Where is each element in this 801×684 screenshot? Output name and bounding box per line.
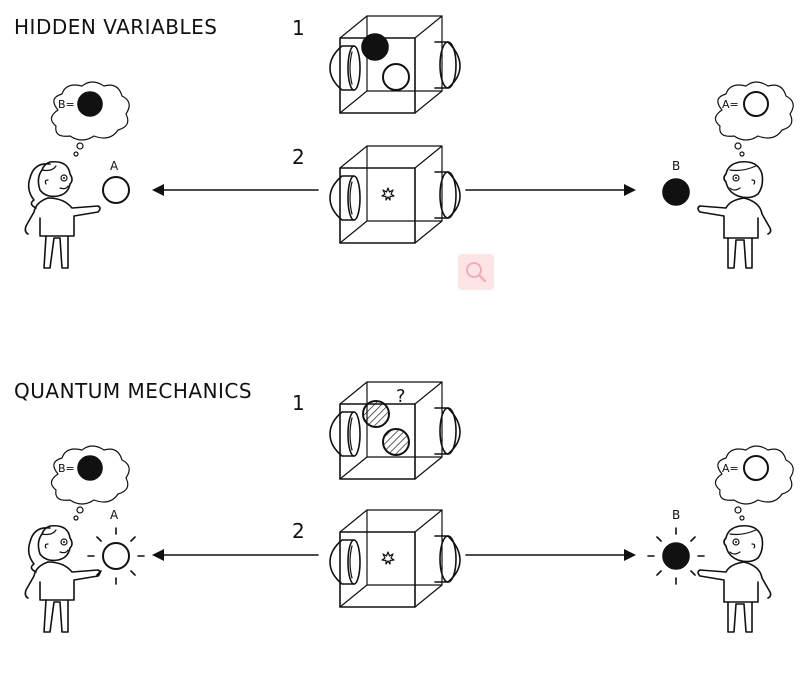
thought-bubble-dot (739, 515, 745, 521)
thought-bubble-dot (76, 506, 84, 514)
ball-a-white-glowing (102, 542, 130, 570)
black-ball (361, 33, 389, 61)
step-2-label: 2 (292, 519, 305, 543)
left-person (24, 160, 101, 269)
emitter-cube (329, 509, 461, 608)
thought-ball-white (743, 455, 769, 481)
emitter-cube (329, 145, 461, 244)
thought-label: A= (722, 98, 739, 111)
thought-ball-black (77, 455, 103, 481)
ball-label-a: A (110, 508, 119, 522)
arrowhead-left-icon (152, 184, 164, 196)
step-2-label: 2 (292, 145, 305, 169)
question-mark: ? (396, 386, 406, 407)
thought-ball-black (77, 91, 103, 117)
source-cube (329, 15, 461, 114)
thought-bubble-dot (734, 142, 742, 150)
ball-label-a: A (110, 159, 119, 173)
spark-icon (381, 551, 395, 565)
thought-label: B= (58, 462, 75, 475)
panel-quantum-mechanics: QUANTUM MECHANICS 1 2 ? A B= (14, 379, 794, 633)
ball-a-white (102, 176, 130, 204)
thought-label: A= (722, 462, 739, 475)
right-person (697, 160, 772, 269)
ball-b-black (662, 178, 690, 206)
thought-bubble-dot (734, 506, 742, 514)
search-icon[interactable] (458, 254, 494, 290)
ball-label-b: B (672, 159, 680, 173)
left-person (24, 524, 101, 633)
thought-bubble-dot (739, 151, 745, 157)
right-thought-cloud: A= (714, 81, 794, 141)
thought-bubble-dot (73, 515, 79, 521)
spark-icon (381, 187, 395, 201)
panel-title: QUANTUM MECHANICS (14, 379, 252, 403)
ball-label-b: B (672, 508, 680, 522)
left-thought-cloud: B= (50, 81, 130, 141)
white-ball (382, 63, 410, 91)
thought-label: B= (58, 98, 75, 111)
left-thought-cloud: B= (50, 445, 130, 505)
panel-title: HIDDEN VARIABLES (14, 15, 217, 39)
right-thought-cloud: A= (714, 445, 794, 505)
thought-bubble-dot (73, 151, 79, 157)
thought-bubble-dot (76, 142, 84, 150)
source-cube: ? (329, 381, 461, 480)
panel-hidden-variables: HIDDEN VARIABLES 1 2 A B= (14, 15, 794, 269)
superposed-ball (362, 400, 390, 428)
arrowhead-right-icon (624, 184, 636, 196)
step-1-label: 1 (292, 16, 305, 40)
right-person (697, 524, 772, 633)
arrowhead-right-icon (624, 549, 636, 561)
thought-ball-white (743, 91, 769, 117)
step-1-label: 1 (292, 391, 305, 415)
superposed-ball (382, 428, 410, 456)
ball-b-black-glowing (662, 542, 690, 570)
arrowhead-left-icon (152, 549, 164, 561)
